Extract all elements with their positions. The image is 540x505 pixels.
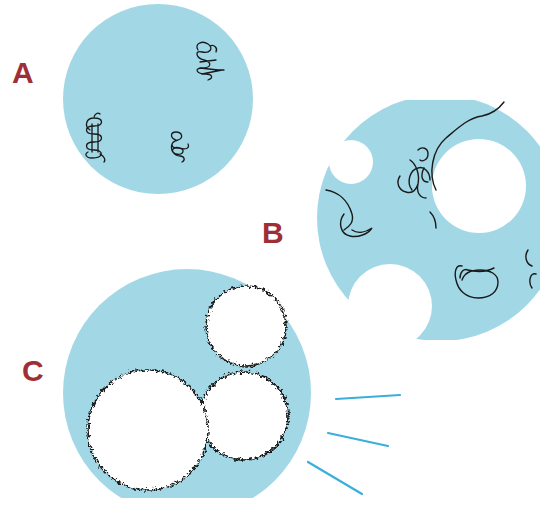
cell-b [317, 100, 540, 340]
panel-letter: C [22, 356, 44, 386]
cell-a [63, 4, 253, 194]
panel-letter: A [12, 58, 34, 88]
panel-letter: B [262, 218, 284, 248]
burst-lines [308, 395, 400, 494]
cell-c [60, 269, 360, 505]
